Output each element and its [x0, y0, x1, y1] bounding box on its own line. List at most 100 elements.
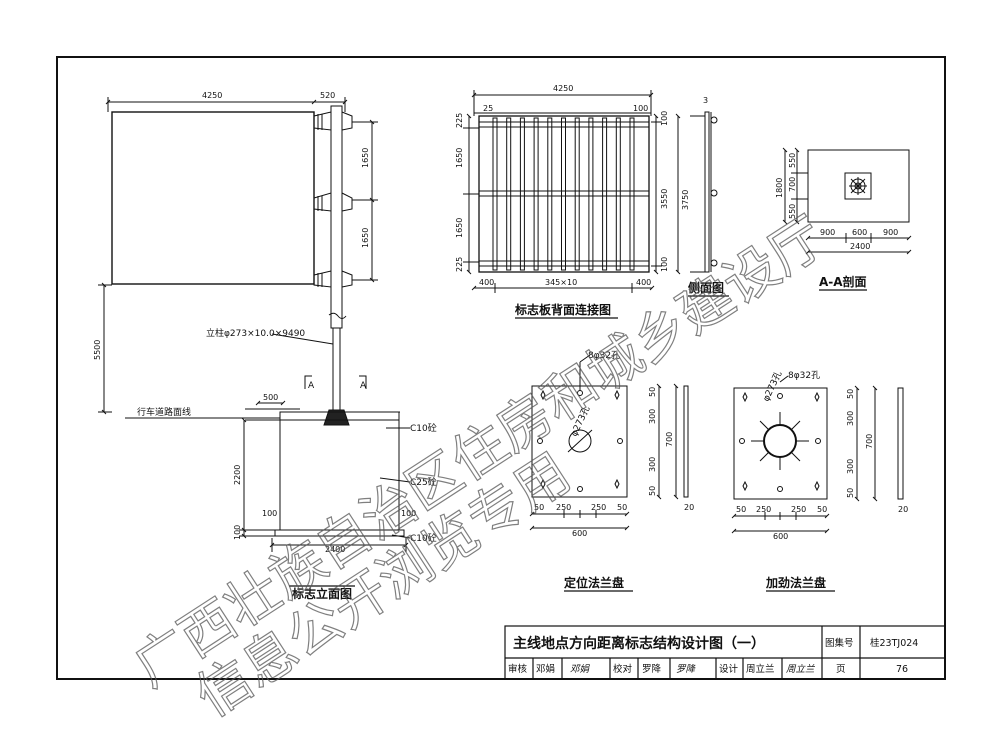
back-ribs — [492, 117, 635, 271]
review-name: 邓娟 — [536, 663, 555, 675]
back-rib — [615, 117, 621, 271]
back-view — [463, 90, 662, 319]
stiffened-flange-bolt-holes — [739, 391, 821, 492]
dim-loc-50-left: 50 — [534, 503, 544, 512]
stiffener-ribs — [751, 412, 809, 470]
dim-foundation-width: 2400 — [325, 545, 345, 554]
check-name: 罗降 — [642, 663, 662, 675]
dim-aa-900-right: 900 — [883, 228, 898, 237]
dim-stf-250-left: 250 — [756, 505, 771, 514]
dim-loc-300-bottom: 300 — [648, 457, 657, 472]
back-rib — [506, 117, 512, 271]
locating-flange-caption: 定位法兰盘 — [564, 575, 624, 590]
locating-flange-bolt-holes — [537, 389, 623, 492]
atlas-number: 桂23TJ024 — [870, 637, 918, 649]
dim-stf-thickness: 20 — [898, 505, 908, 514]
dim-bed-left: 100 — [262, 509, 277, 518]
section-footing — [807, 149, 910, 223]
title-block — [504, 625, 946, 680]
dim-back-edge-right: 100 — [633, 104, 648, 113]
dim-loc-250-left: 250 — [556, 503, 571, 512]
dim-back-100-top: 100 — [660, 111, 669, 126]
back-rib — [519, 117, 525, 271]
sign-panel — [111, 111, 315, 285]
sheet-border — [56, 56, 946, 680]
dim-stf-50-bottom: 50 — [846, 488, 855, 498]
back-view-text: 4250 25 100 225 1650 1650 225 3550 3750 … — [455, 84, 708, 317]
design-name: 周立兰 — [746, 663, 775, 675]
page-number: 76 — [896, 664, 908, 675]
stiffened-flange-caption: 加劲法兰盘 — [765, 575, 826, 590]
dim-aa-width: 2400 — [850, 242, 870, 251]
pole-label: 立柱φ273×10.0×9490 — [206, 327, 305, 339]
dim-bed-right: 100 — [401, 509, 416, 518]
review-signature: 邓娟 — [570, 664, 591, 675]
back-rib — [547, 117, 553, 271]
section-mark-right: A — [360, 381, 367, 391]
dim-loc-700: 700 — [665, 432, 674, 447]
design-signature: 周立兰 — [786, 663, 816, 675]
stiffened-holes-label: 8φ32孔 — [788, 370, 820, 381]
dim-stf-50-top: 50 — [846, 389, 855, 399]
dim-arm-width: 520 — [320, 91, 335, 100]
dim-back-100-bottom: 100 — [660, 257, 669, 272]
dim-stf-250-right: 250 — [791, 505, 806, 514]
section-aa-caption: A-A剖面 — [819, 274, 867, 289]
dim-back-spacing-b: 1650 — [455, 218, 464, 238]
dim-back-left-margin: 400 — [479, 278, 494, 287]
dim-back-width: 4250 — [553, 84, 573, 93]
design-label: 设计 — [719, 663, 739, 675]
side-view-caption: 侧面图 — [688, 280, 724, 295]
back-rib — [588, 117, 594, 271]
pole-upper — [330, 105, 343, 329]
foundation-bed — [274, 529, 405, 537]
stiffened-flange-view — [731, 375, 904, 592]
section-aa-text: 1800 550 700 550 900 600 900 2400 A-A剖面 — [775, 153, 898, 289]
dim-loc-50-right: 50 — [617, 503, 627, 512]
dim-panel-width: 4250 — [202, 91, 222, 100]
dim-stf-50-left: 50 — [736, 505, 746, 514]
dim-bed-thickness: 100 — [233, 525, 242, 540]
dim-loc-600: 600 — [572, 529, 587, 538]
dim-aa-600: 600 — [852, 228, 867, 237]
back-rib — [629, 117, 635, 271]
back-rib — [561, 117, 566, 271]
title-block-text: 主线地点方向距离标志结构设计图（一） 图集号 桂23TJ024 页 76 审核 … — [508, 635, 918, 675]
dim-stf-300-bottom: 300 — [846, 459, 855, 474]
dim-aa-height: 1800 — [775, 178, 784, 198]
drawing-title: 主线地点方向距离标志结构设计图（一） — [513, 635, 765, 652]
side-panel — [704, 111, 710, 273]
dim-aa-700: 700 — [788, 177, 797, 192]
c10-top-label: C10砼 — [410, 422, 437, 434]
back-rib — [492, 117, 498, 271]
page-label: 页 — [836, 664, 846, 675]
dim-loc-300-top: 300 — [648, 409, 657, 424]
road-line-label: 行车道路面线 — [137, 406, 191, 418]
dim-back-rib-spacing: 345×10 — [545, 278, 577, 287]
dim-back-right-margin: 400 — [636, 278, 651, 287]
dim-aa-550-bottom: 550 — [788, 204, 797, 219]
c25-label: C25砼 — [410, 476, 437, 488]
locating-flange-view — [529, 354, 689, 592]
dim-stf-700: 700 — [865, 434, 874, 449]
atlas-number-label: 图集号 — [825, 637, 854, 649]
dim-stf-300-top: 300 — [846, 411, 855, 426]
check-signature: 罗降 — [676, 664, 697, 675]
stiffened-flange-plate — [733, 387, 828, 500]
arm-brackets — [313, 111, 353, 288]
dim-back-spacing-a: 1650 — [455, 148, 464, 168]
dim-loc-50-bottom: 50 — [648, 486, 657, 496]
dim-back-top-offset: 225 — [455, 113, 464, 128]
dim-foundation-depth: 2200 — [233, 465, 242, 485]
dim-side-thickness: 3 — [703, 96, 708, 105]
dim-foundation-offset: 500 — [263, 393, 278, 402]
dim-side-3750: 3750 — [681, 190, 690, 210]
back-rib — [574, 117, 580, 271]
dim-back-bottom-offset: 225 — [455, 257, 464, 272]
dim-aa-550-top: 550 — [788, 153, 797, 168]
back-view-caption: 标志板背面连接图 — [514, 302, 611, 317]
dim-back-3550: 3550 — [660, 189, 669, 209]
section-aa-view — [782, 147, 912, 291]
